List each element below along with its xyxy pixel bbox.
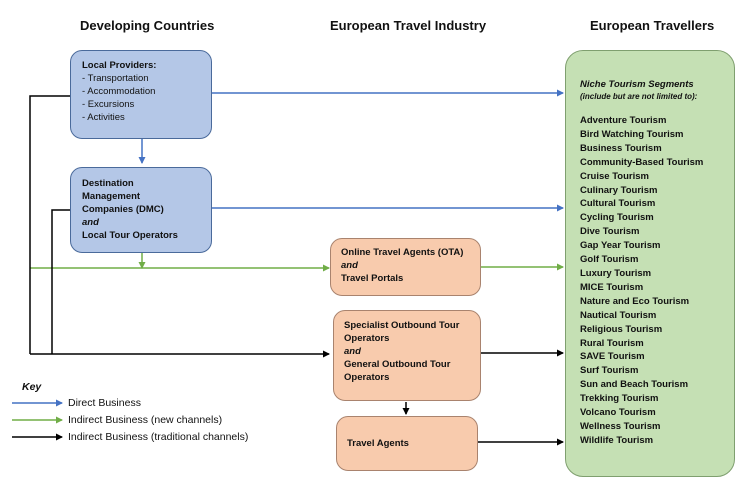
ota-line: Online Travel Agents (OTA) (341, 247, 464, 258)
niche-tourism-item: Religious Tourism (580, 323, 663, 335)
dmc-line: Management (82, 191, 141, 202)
general-line: Operators (344, 372, 390, 383)
niche-tourism-item: Wildlife Tourism (580, 434, 654, 446)
niche-tourism-item: Surf Tourism (580, 365, 639, 377)
european-travellers-box: Niche Tourism Segments (include but are … (565, 50, 735, 477)
specialist-line: Operators (344, 333, 390, 344)
ota-travel-portals: Travel Portals (341, 273, 404, 284)
niche-tourism-item: Cycling Tourism (580, 212, 654, 224)
dmc-and: and (82, 217, 99, 228)
niche-tourism-item: Trekking Tourism (580, 393, 659, 405)
travel-agents-box: Travel Agents (336, 416, 478, 471)
ota-and: and (341, 260, 358, 271)
general-line: General Outbound Tour (344, 359, 451, 370)
niche-tourism-item: Nature and Eco Tourism (580, 295, 690, 307)
niche-tourism-item: Sun and Beach Tourism (580, 379, 689, 391)
niche-tourism-item: Community-Based Tourism (580, 156, 704, 168)
niche-tourism-item: Bird Watching Tourism (580, 128, 684, 140)
niche-tourism-item: SAVE Tourism (580, 351, 645, 363)
travel-agents-label: Travel Agents (347, 438, 409, 449)
niche-tourism-item: Adventure Tourism (580, 115, 667, 126)
dmc-box: Destination Management Companies (DMC) a… (70, 167, 212, 253)
specialist-line: Specialist Outbound Tour (344, 320, 460, 331)
niche-tourism-item: Cruise Tourism (580, 170, 649, 182)
niche-tourism-item: Volcano Tourism (580, 407, 656, 419)
black-line-providers (29, 95, 70, 354)
niche-tourism-item: Wellness Tourism (580, 420, 661, 432)
provider-item: - Transportation (82, 73, 149, 84)
provider-item: - Excursions (82, 99, 135, 110)
ota-box: Online Travel Agents (OTA) and Travel Po… (330, 238, 481, 296)
niche-tourism-item: Dive Tourism (580, 226, 640, 238)
black-line-dmc (51, 209, 70, 354)
key-direct-label: Direct Business (68, 397, 141, 409)
niche-tourism-item: MICE Tourism (580, 281, 644, 293)
niche-tourism-item: Cultural Tourism (580, 198, 656, 210)
dmc-local-tour-operators: Local Tour Operators (82, 230, 178, 241)
key-title: Key (22, 381, 42, 393)
niche-tourism-item: Nautical Tourism (580, 309, 657, 321)
niche-tourism-item: Business Tourism (580, 142, 662, 154)
key-indirect-new-label: Indirect Business (new channels) (68, 414, 223, 426)
specialist-and: and (344, 346, 361, 357)
key-indirect-traditional-label: Indirect Business (traditional channels) (68, 431, 249, 443)
niche-tourism-item: Golf Tourism (580, 254, 639, 266)
niche-subtitle: (include but are not limited to): (580, 92, 698, 101)
niche-tourism-item: Rural Tourism (580, 337, 644, 349)
niche-tourism-item: Gap Year Tourism (580, 240, 661, 252)
niche-tourism-item: Culinary Tourism (580, 184, 658, 196)
dmc-line: Companies (DMC) (82, 204, 164, 215)
header-developing-countries: Developing Countries (80, 18, 215, 33)
dmc-line: Destination (82, 178, 134, 189)
local-providers-title: Local Providers: (82, 60, 157, 71)
niche-tourism-item: Luxury Tourism (580, 267, 652, 279)
provider-item: - Accommodation (82, 86, 156, 97)
header-european-travellers: European Travellers (590, 18, 715, 33)
provider-item: - Activities (82, 112, 125, 123)
local-providers-box: Local Providers: - Transportation - Acco… (70, 50, 212, 139)
header-european-travel-industry: European Travel Industry (330, 18, 487, 33)
outbound-tour-operators-box: Specialist Outbound Tour Operators and G… (333, 310, 481, 401)
niche-title: Niche Tourism Segments (580, 79, 694, 90)
